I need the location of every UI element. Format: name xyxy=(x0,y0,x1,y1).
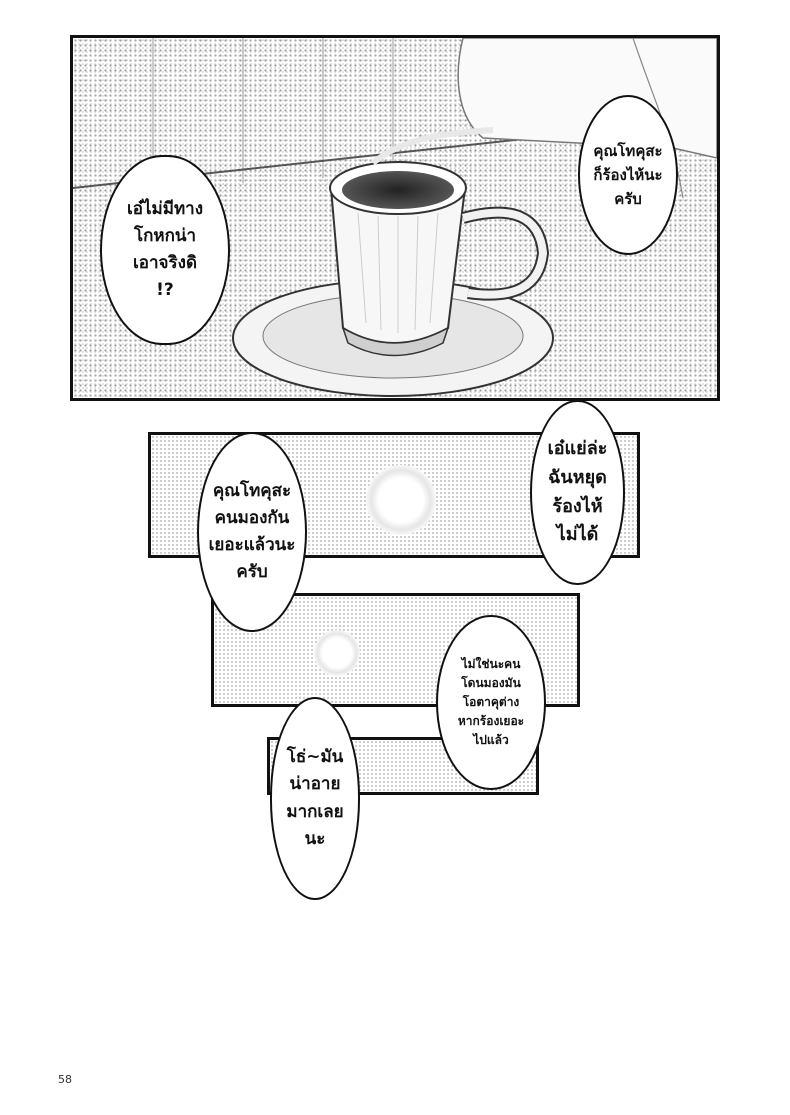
speech-bubble: โธ่~มัน น่าอาย มากเลย นะ xyxy=(270,697,360,900)
speech-bubble: คุณโทคุสะ คนมองกัน เยอะแล้วนะ ครับ xyxy=(197,432,307,632)
speech-bubble: เอ๋ไม่มีทาง โกหกน่า เอาจริงดิ !? xyxy=(100,155,230,345)
speech-bubble: ไม่ใช่นะคน โดนมองมัน โอตาคุต่าง หากร้องเ… xyxy=(436,615,546,790)
page-number: 58 xyxy=(58,1073,72,1086)
speech-bubble: เอ๋แย่ล่ะ ฉันหยุด ร้องไห้ ไม่ได้ xyxy=(530,400,625,585)
light-glow xyxy=(366,465,436,535)
speech-bubble: คุณโทคุสะ ก็ร้องไห้นะ ครับ xyxy=(578,95,678,255)
light-glow xyxy=(314,630,360,676)
